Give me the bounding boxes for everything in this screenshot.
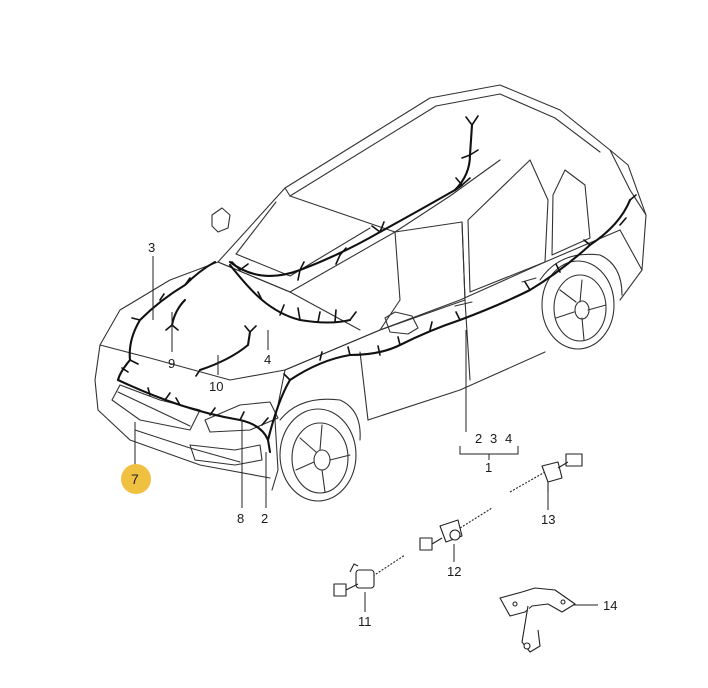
wiring-harness (116, 115, 637, 454)
leader-lines (134, 256, 598, 612)
callout-3-group: 3 (490, 431, 497, 446)
callout-2-group: 2 (475, 431, 482, 446)
callout-9: 9 (168, 356, 175, 371)
callout-11: 11 (358, 614, 372, 629)
callout-3-hood: 3 (148, 240, 155, 255)
front-wheel (279, 398, 361, 502)
callout-8: 8 (237, 511, 244, 526)
callout-labels: 3 9 10 4 8 2 2 3 4 1 13 12 11 14 (148, 240, 617, 629)
part-14-bracket (499, 587, 576, 653)
callout-7-highlight[interactable]: 7 (121, 464, 151, 494)
callout-1: 1 (485, 460, 492, 475)
callout-4-group: 4 (505, 431, 512, 446)
callout-7: 7 (131, 471, 139, 487)
part-13-clip (509, 453, 583, 493)
rear-wheel (539, 253, 623, 350)
callout-10: 10 (209, 379, 223, 394)
callout-14: 14 (603, 598, 617, 613)
part-11-clip (333, 554, 406, 597)
callout-12: 12 (447, 564, 461, 579)
vehicle-outline (94, 84, 647, 502)
callout-13: 13 (541, 512, 555, 527)
part-12-clip (419, 507, 493, 551)
highlight-badge (121, 464, 151, 494)
callout-4-cowl: 4 (264, 352, 271, 367)
callout-2-front: 2 (261, 511, 268, 526)
